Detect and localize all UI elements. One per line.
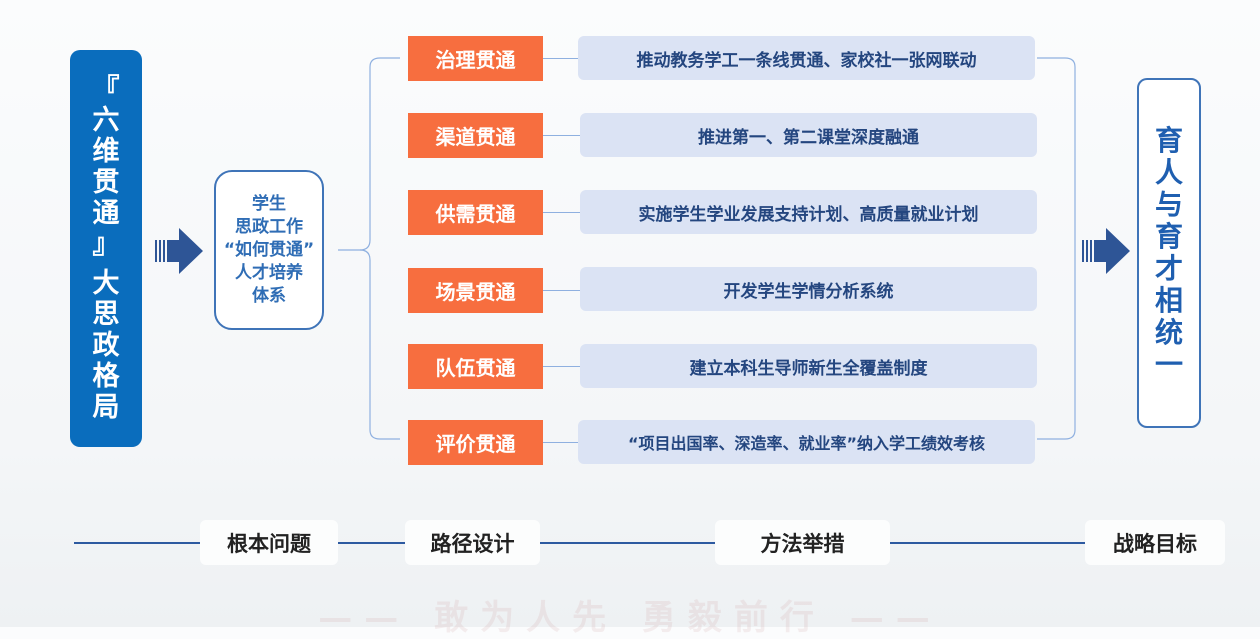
goal-char: 统 <box>1154 316 1183 349</box>
arrow-right-icon <box>155 228 203 274</box>
title-char: 『 <box>92 74 120 105</box>
timeline-line <box>74 542 200 544</box>
stage-label: 方法举措 <box>715 520 890 565</box>
goal-char: 一 <box>1154 348 1183 381</box>
title-char: 局 <box>92 392 120 423</box>
stage-label: 路径设计 <box>405 520 540 565</box>
path-label: 渠道贯通 <box>408 113 543 158</box>
center-line: 思政工作 <box>235 216 303 237</box>
title-char: 六 <box>92 105 120 136</box>
center-system-box: 学生 思政工作 “如何贯通” 人才培养 体系 <box>214 170 324 330</box>
timeline-line <box>540 542 715 544</box>
goal-box: 育 人 与 育 才 相 统 一 <box>1137 78 1201 428</box>
measure-box: 推动教务学工一条线贯通、家校社一张网联动 <box>578 36 1035 80</box>
title-char: 通 <box>92 198 120 229</box>
arrow-right-icon <box>1082 228 1130 274</box>
goal-char: 育 <box>1154 124 1183 157</box>
title-char: 政 <box>92 330 120 361</box>
measure-box: 推进第一、第二课堂深度融通 <box>580 113 1037 157</box>
title-char: 』 <box>92 229 120 260</box>
measure-box: “项目出国率、深造率、就业率”纳入学工绩效考核 <box>578 420 1035 464</box>
center-line: 人才培养 <box>235 262 303 283</box>
goal-char: 人 <box>1154 156 1183 189</box>
title-char: 维 <box>92 136 120 167</box>
center-line: “如何贯通” <box>223 239 315 260</box>
title-char: 贯 <box>92 167 120 198</box>
path-label: 评价贯通 <box>408 420 543 465</box>
watermark: —— 敢为人先 勇毅前行 —— <box>318 598 942 638</box>
timeline-line <box>890 542 1085 544</box>
goal-char: 与 <box>1154 188 1183 221</box>
path-label: 供需贯通 <box>408 190 543 235</box>
center-line: 体系 <box>252 285 286 306</box>
measure-box: 建立本科生导师新生全覆盖制度 <box>580 344 1037 388</box>
goal-char: 相 <box>1154 284 1183 317</box>
stage-label: 战略目标 <box>1085 520 1225 565</box>
title-char: 格 <box>92 361 120 392</box>
stage-label: 根本问题 <box>200 520 338 565</box>
path-label: 队伍贯通 <box>408 344 543 389</box>
left-title-box: 『 六 维 贯 通 』 大 思 政 格 局 <box>70 50 142 447</box>
title-char: 思 <box>92 299 120 330</box>
path-label: 场景贯通 <box>408 268 543 313</box>
timeline-line <box>338 542 405 544</box>
goal-char: 育 <box>1154 220 1183 253</box>
measure-box: 开发学生学情分析系统 <box>580 267 1037 311</box>
center-line: 学生 <box>252 193 286 214</box>
left-brace <box>338 57 400 440</box>
path-label: 治理贯通 <box>408 36 543 81</box>
title-char: 大 <box>92 268 120 299</box>
measure-box: 实施学生学业发展支持计划、高质量就业计划 <box>580 190 1037 234</box>
goal-char: 才 <box>1154 252 1183 285</box>
right-brace <box>1037 57 1076 440</box>
